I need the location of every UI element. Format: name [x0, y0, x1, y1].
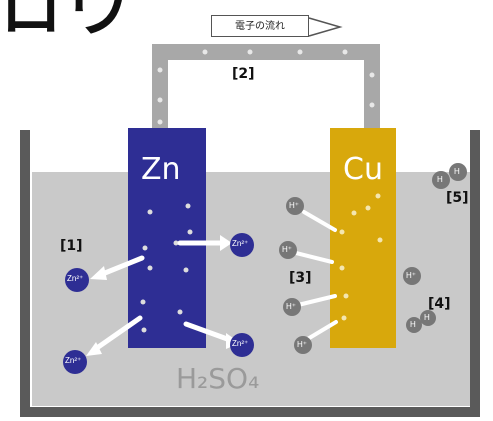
marker-4: [4] [428, 296, 451, 312]
marker-5: [5] [446, 190, 469, 206]
connecting-wire [152, 44, 380, 135]
zinc-ion-label: Zn²⁺ [65, 356, 82, 365]
page-heading: ロウ [0, 0, 137, 45]
copper-electrode-dots [339, 193, 383, 321]
copper-label: Cu [343, 152, 383, 187]
zinc-ion-label: Zn²⁺ [232, 239, 249, 248]
beaker-walls [20, 130, 480, 417]
wire-electrons [157, 49, 375, 125]
hydrogen-gas-label: H [454, 167, 460, 176]
hydrogen-ion-label: H⁺ [406, 271, 416, 280]
copper-electrode [330, 128, 396, 348]
hydrogen-ion-label: H⁺ [282, 245, 292, 254]
zinc-ion-arrowheads [86, 235, 240, 356]
zinc-label: Zn [141, 152, 181, 187]
zinc-electrode [128, 128, 206, 348]
hydrogen-ion-label: H⁺ [297, 340, 307, 349]
hydrogen-ion-label: H⁺ [286, 302, 296, 311]
wire-label: [2] [232, 66, 255, 82]
zinc-electrode-dots [140, 203, 193, 333]
hydrogen-ion-arrows [290, 210, 338, 342]
electrolyte-solution [32, 172, 472, 406]
hydrogen-gas-bubbles [406, 163, 467, 333]
hydrogen-gas-label: H [437, 175, 443, 184]
marker-1: [1] [60, 238, 83, 254]
zinc-ion-label: Zn²⁺ [232, 339, 249, 348]
electron-flow-label: 電子の流れ [211, 15, 309, 37]
marker-3: [3] [289, 270, 312, 286]
electron-flow-arrowhead [308, 17, 343, 37]
zinc-ions [63, 233, 254, 374]
hydrogen-gas-label: H [410, 320, 416, 329]
hydrogen-ion-label: H⁺ [289, 201, 299, 210]
hydrogen-gas-label: H [424, 313, 430, 322]
zinc-ion-arrows [91, 240, 233, 353]
hydrogen-ions [279, 197, 421, 354]
zinc-ion-label: Zn²⁺ [67, 274, 84, 283]
electrolyte-label: H₂SO₄ [176, 362, 260, 395]
